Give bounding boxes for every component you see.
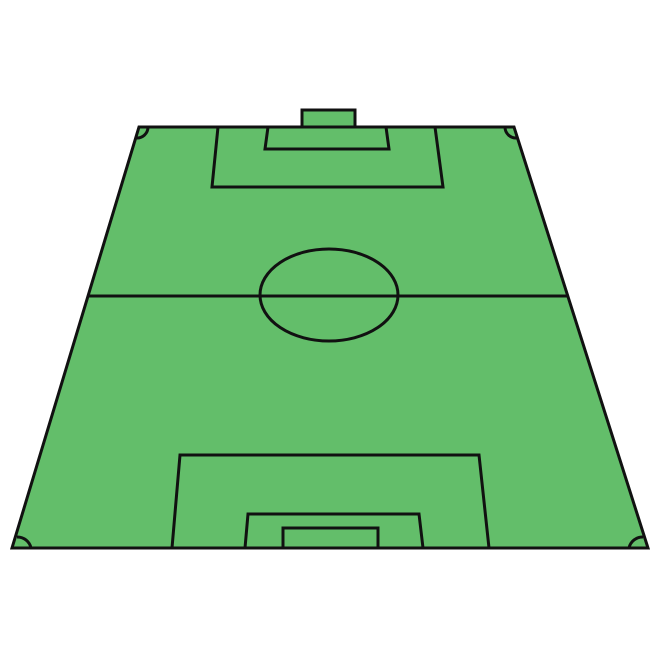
pitch-surface xyxy=(9,125,651,550)
near-goal xyxy=(281,526,380,550)
centre-circle xyxy=(258,247,400,343)
corner-arc-top-right xyxy=(503,126,518,140)
far-goal xyxy=(300,108,357,130)
far-goal-area xyxy=(263,125,391,151)
corner-arc-bottom-left xyxy=(16,535,33,549)
corner-arc-bottom-right xyxy=(627,535,644,549)
corner-arc-top-left xyxy=(135,126,150,140)
